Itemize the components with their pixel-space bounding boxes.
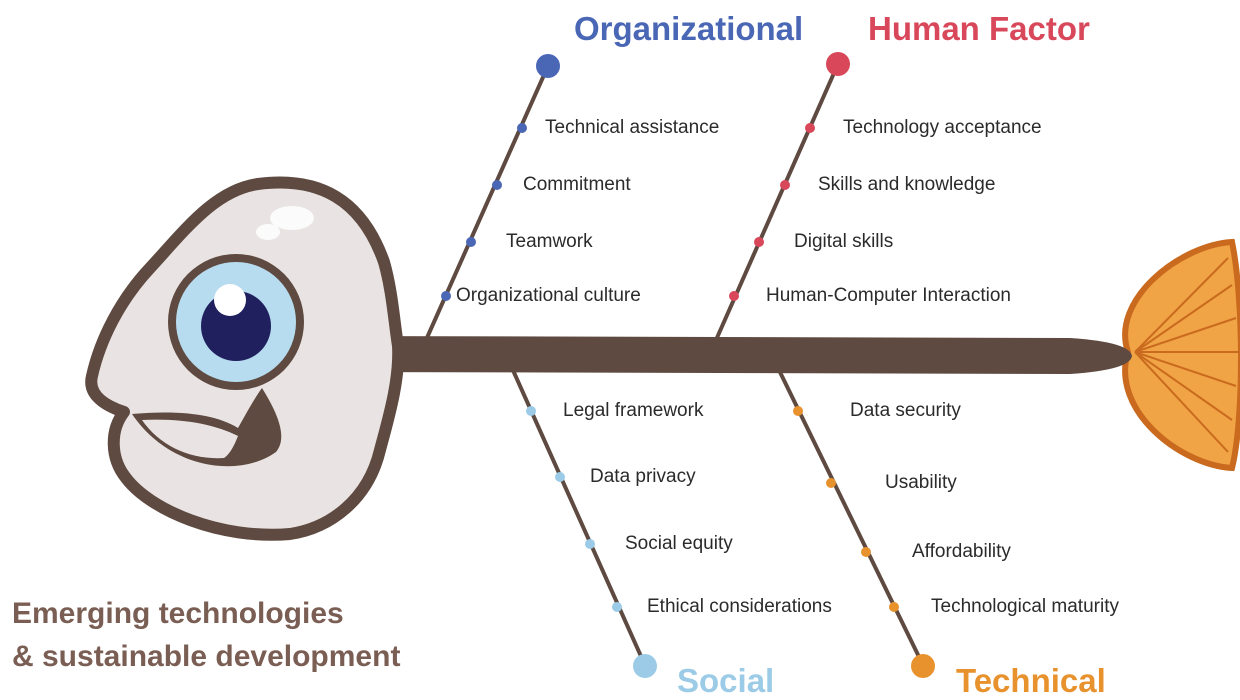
factor-dot <box>585 539 595 549</box>
factor-commitment: Commitment <box>523 174 631 195</box>
factor-dot <box>729 291 739 301</box>
factor-dot <box>526 406 536 416</box>
factor-dot <box>861 547 871 557</box>
factor-technical-assistance: Technical assistance <box>545 117 720 138</box>
factor-teamwork: Teamwork <box>506 231 593 252</box>
factor-data-privacy: Data privacy <box>590 466 696 487</box>
factor-affordability: Affordability <box>912 541 1011 562</box>
organizational-node <box>536 54 560 78</box>
technical-node <box>911 654 935 678</box>
category-organizational-title: Organizational <box>574 10 804 47</box>
factor-dot <box>441 291 451 301</box>
factor-organizational-culture: Organizational culture <box>456 285 641 306</box>
category-social-title: Social <box>677 662 775 699</box>
factor-dot <box>889 602 899 612</box>
technical-bone <box>776 367 924 664</box>
factor-social-equity: Social equity <box>625 533 733 554</box>
factor-ethical-considerations: Ethical considerations <box>647 596 832 617</box>
factor-legal-framework: Legal framework <box>563 400 704 421</box>
factor-dot <box>517 123 527 133</box>
factor-usability: Usability <box>885 472 957 493</box>
factor-dot <box>492 180 502 190</box>
category-human-factor-title: Human Factor <box>868 10 1090 47</box>
factor-data-security: Data security <box>850 400 961 421</box>
factor-digital-skills: Digital skills <box>794 231 894 252</box>
problem-title-line1: Emerging technologies <box>12 597 344 630</box>
fish-tail-icon <box>1122 238 1240 472</box>
category-technical-title: Technical <box>956 662 1106 699</box>
factor-dot <box>780 180 790 190</box>
human-factor-node <box>826 52 850 76</box>
factor-skills-and-knowledge: Skills and knowledge <box>818 174 996 195</box>
problem-title-line2: & sustainable development <box>12 640 401 673</box>
factor-dot <box>466 237 476 247</box>
factor-dot <box>555 472 565 482</box>
factor-technology-acceptance: Technology acceptance <box>843 117 1042 138</box>
factor-dot <box>793 406 803 416</box>
fish-spine <box>352 336 1132 374</box>
social-bone <box>510 367 646 664</box>
factor-dot <box>754 237 764 247</box>
social-node <box>633 654 657 678</box>
factor-dot <box>612 602 622 612</box>
factor-human-computer-interaction: Human-Computer Interaction <box>766 285 1011 306</box>
fish-eye-icon <box>168 254 304 390</box>
factor-dot <box>805 123 815 133</box>
factor-technological-maturity: Technological maturity <box>931 596 1119 617</box>
factor-dot <box>826 478 836 488</box>
